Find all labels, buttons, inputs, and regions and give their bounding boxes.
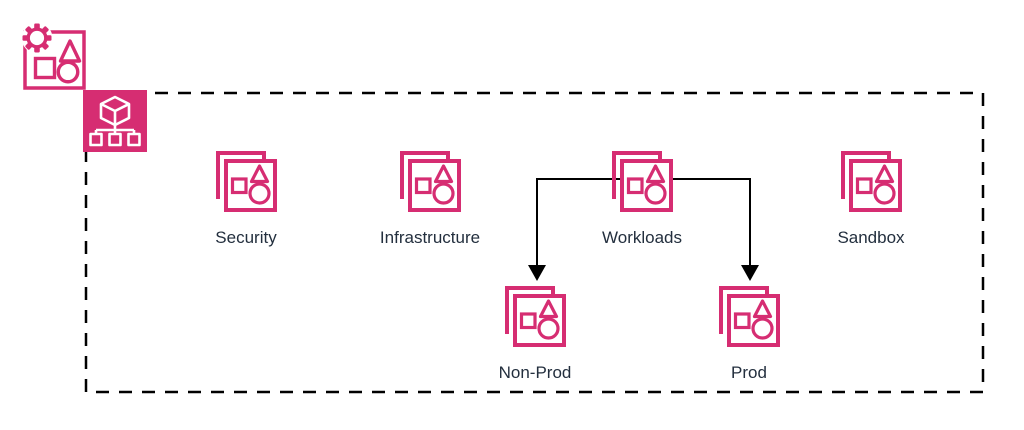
organization-boundary xyxy=(84,91,985,394)
ou-node-sandbox: Sandbox xyxy=(801,148,941,248)
organizational-unit-icon xyxy=(502,283,568,349)
organizational-unit-icon xyxy=(213,148,279,214)
ou-label-security: Security xyxy=(215,228,277,247)
arrowhead-nonprod-icon xyxy=(528,265,546,281)
aws-organizations-icon xyxy=(83,90,147,152)
ou-label-prod: Prod xyxy=(731,363,767,382)
gear-icon xyxy=(21,22,53,54)
management-account-icon xyxy=(21,22,86,90)
connector-workloads-nonprod xyxy=(536,178,642,268)
ou-node-security: Security xyxy=(176,148,316,248)
organizational-unit-icon xyxy=(397,148,463,214)
ou-node-non-prod: Non-Prod xyxy=(465,283,605,383)
organizational-unit-icon xyxy=(716,283,782,349)
organizational-unit-icon xyxy=(609,148,675,214)
ou-node-infrastructure: Infrastructure xyxy=(360,148,500,248)
ou-label-workloads: Workloads xyxy=(602,228,682,247)
ou-node-workloads: Workloads xyxy=(572,148,712,248)
ou-label-sandbox: Sandbox xyxy=(837,228,905,247)
ou-node-prod: Prod xyxy=(679,283,819,383)
connector-workloads-prod xyxy=(642,178,751,268)
arrowhead-prod-icon xyxy=(741,265,759,281)
organizational-unit-icon xyxy=(838,148,904,214)
ou-label-infrastructure: Infrastructure xyxy=(379,228,481,247)
ou-label-non-prod: Non-Prod xyxy=(498,363,572,382)
